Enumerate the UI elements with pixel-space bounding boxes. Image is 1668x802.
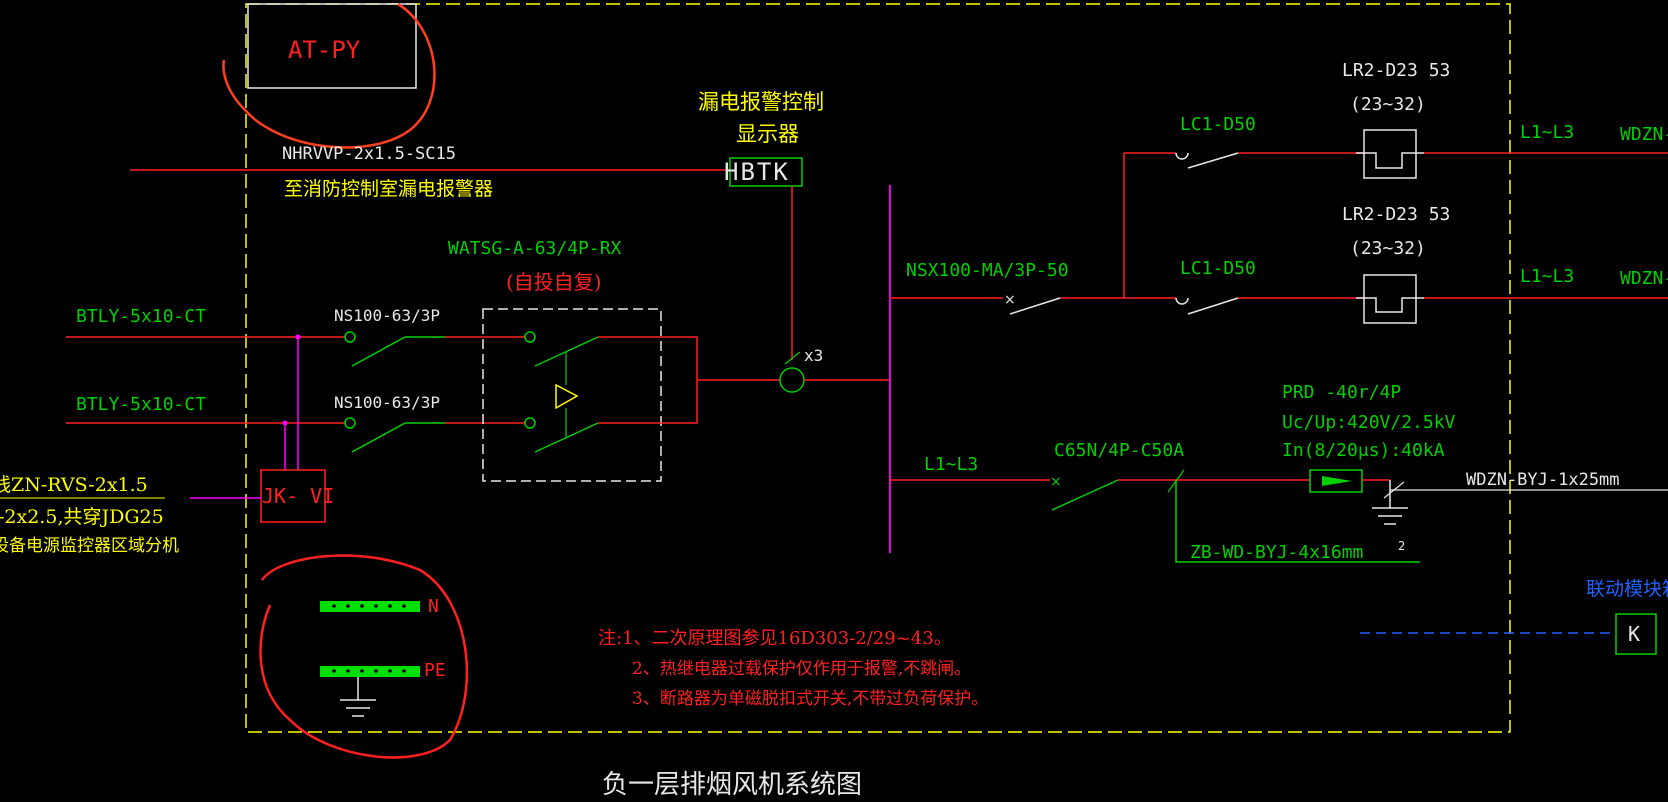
branch2-contactor-arc [1175, 297, 1189, 305]
monitor-text-line1: 线ZN-RVS-2x1.5 [0, 474, 148, 496]
ats-blade1 [534, 336, 599, 367]
panel-name: AT-PY [288, 36, 361, 64]
panel-name-box [247, 3, 417, 89]
branch1-relay-box [1363, 129, 1417, 179]
markup-circle-busbar [259, 554, 469, 759]
incoming-cable2: BTLY-5x10-CT [76, 394, 207, 415]
relay2-model: LR2-D23 53 [1342, 204, 1451, 225]
spd-ground-index: 2 [1398, 539, 1406, 553]
pe-busbar [320, 666, 420, 677]
breaker2-label: NS100-63/3P [334, 393, 440, 412]
branch1-cable: WDZN- [1620, 124, 1668, 145]
note-line3: 3、断路器为单磁脱扣式开关,不带过负荷保护。 [632, 689, 989, 709]
hbtk-device-code: HBTK [724, 158, 790, 186]
monitor-text-line2: -2x2.5,共穿JDG25 [0, 506, 164, 528]
branch1-phase: L1~L3 [1520, 122, 1575, 143]
branch1-relay-element [1356, 152, 1424, 169]
n-busbar [320, 601, 420, 612]
branch2-relay-element [1356, 297, 1424, 313]
branch2-relay-box [1363, 274, 1417, 324]
nsx-blade [1009, 297, 1061, 315]
incoming-cable1: BTLY-5x10-CT [76, 306, 207, 327]
spd-arrow [1322, 476, 1352, 486]
spd-device-box [1309, 469, 1363, 493]
breaker2-blade [351, 422, 406, 453]
linkage-k: K [1628, 622, 1641, 646]
linkage-k-box [1615, 613, 1657, 655]
diagram-title: 负一层排烟风机系统图 [602, 770, 863, 800]
spd-breaker-x: × [1050, 474, 1062, 490]
spd-breaker-blade [1051, 479, 1119, 511]
branch1-contactor-blade [1187, 152, 1239, 169]
breaker1-label: NS100-63/3P [334, 306, 440, 325]
ct-slash [784, 351, 801, 365]
ct-circle [779, 367, 805, 393]
ats-box [482, 308, 662, 482]
ats-contact2 [524, 417, 536, 429]
panel-frame [245, 3, 1511, 733]
hbtk-device-box [729, 157, 803, 187]
jk-module-box [260, 469, 326, 523]
pe-busbar-label: PE [424, 660, 446, 681]
branch2-contactor-blade [1187, 297, 1239, 315]
busbar-dots [332, 604, 406, 673]
breaker1-contact [344, 331, 356, 343]
alarm-cable-label: NHRVVP-2x1.5-SC15 [282, 144, 456, 164]
markup-circle-panel [222, 2, 436, 149]
ats-model: WATSG-A-63/4P-RX [448, 238, 622, 259]
breaker2-contact [344, 417, 356, 429]
note-line1: 注:1、二次原理图参见16D303-2/29~43。 [598, 628, 952, 649]
note-line2: 2、热继电器过载保护仅作用于报警,不跳闸。 [632, 659, 972, 679]
hbtk-label-line2: 显示器 [736, 122, 799, 146]
jk-module-label: JK- VI [262, 484, 335, 508]
n-busbar-label: N [428, 596, 439, 617]
nsx-breaker-label: NSX100-MA/3P-50 [906, 260, 1069, 281]
monitor-text-line3: 设备电源监控器区域分机 [0, 536, 179, 556]
ats-mode: (自投自复) [506, 270, 602, 294]
spd-breaker-label: C65N/4P-C50A [1054, 440, 1185, 461]
hbtk-label-line1: 漏电报警控制 [698, 90, 824, 114]
breaker1-blade [351, 336, 406, 367]
ats-contact1 [524, 331, 536, 343]
relay1-model: LR2-D23 53 [1342, 60, 1451, 81]
spd-pe-line [1175, 480, 1420, 563]
branch1-contactor-arc [1175, 152, 1189, 160]
ats-out2 [598, 380, 698, 424]
spd-model: PRD -40r/4P [1282, 382, 1402, 403]
alarm-cable-dest: 至消防控制室漏电报警器 [284, 178, 494, 200]
ats-out1 [598, 336, 698, 380]
branch2-phase: L1~L3 [1520, 266, 1575, 287]
relay2-range: (23~32) [1350, 238, 1426, 259]
spd-phase: L1~L3 [924, 454, 979, 475]
spd-ground-slash [1383, 481, 1405, 499]
contactor2-label: LC1-D50 [1180, 258, 1256, 279]
ct-count: x3 [804, 346, 824, 365]
spd-uc-up: Uc/Up:420V/2.5kV [1282, 412, 1456, 433]
spd-ground-cable: WDZN-BYJ-1x25mm [1466, 470, 1620, 490]
spd-pe-cable: ZB-WD-BYJ-4x16mm [1190, 542, 1364, 563]
contactor1-label: LC1-D50 [1180, 114, 1256, 135]
relay1-range: (23~32) [1350, 94, 1426, 115]
ats-actuator-triangle [555, 383, 579, 410]
nsx-breaker-x: × [1004, 292, 1016, 308]
linkage-label: 联动模块箱 [1586, 578, 1668, 600]
spd-in-rating: In(8/20μs):40kA [1282, 440, 1445, 461]
branch2-cable: WDZN- [1620, 268, 1668, 289]
